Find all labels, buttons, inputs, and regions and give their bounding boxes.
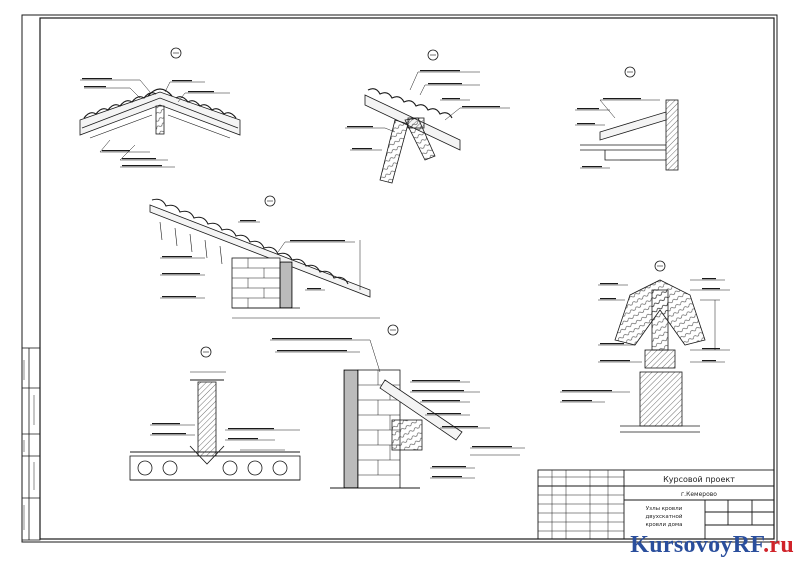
detail-marker xyxy=(427,49,439,61)
detail-wall-roof xyxy=(149,195,380,319)
left-margin-stamp xyxy=(21,347,41,541)
detail-overhang xyxy=(575,66,679,171)
detail-marker xyxy=(654,260,666,272)
sheet-title-line-1: Узлы кровли xyxy=(646,506,683,512)
detail-parapet-slab xyxy=(129,346,301,481)
detail-rafter-eave xyxy=(345,49,510,184)
sheet-title-line-2: двухскатной xyxy=(645,513,682,520)
detail-marker xyxy=(387,324,399,336)
detail-ridge xyxy=(79,47,241,168)
watermark-tld: .ru xyxy=(763,532,794,558)
detail-ridge-post xyxy=(560,260,730,433)
detail-marker xyxy=(264,195,276,207)
watermark-brand: KursovoyRF xyxy=(630,532,764,558)
title-block: Курсовой проект г.Кемерово Узлы кровли д… xyxy=(537,469,775,540)
sheet-title-line-3: кровли дома xyxy=(646,522,683,528)
detail-marker xyxy=(624,66,636,78)
city-label: г.Кемерово xyxy=(681,491,717,498)
sheet-frame xyxy=(21,14,778,543)
watermark-logo: KursovoyRF.ru xyxy=(630,532,794,559)
project-title: Курсовой проект xyxy=(663,475,735,484)
detail-wall-eave xyxy=(270,324,525,489)
detail-marker xyxy=(200,346,212,358)
detail-marker xyxy=(170,47,182,59)
